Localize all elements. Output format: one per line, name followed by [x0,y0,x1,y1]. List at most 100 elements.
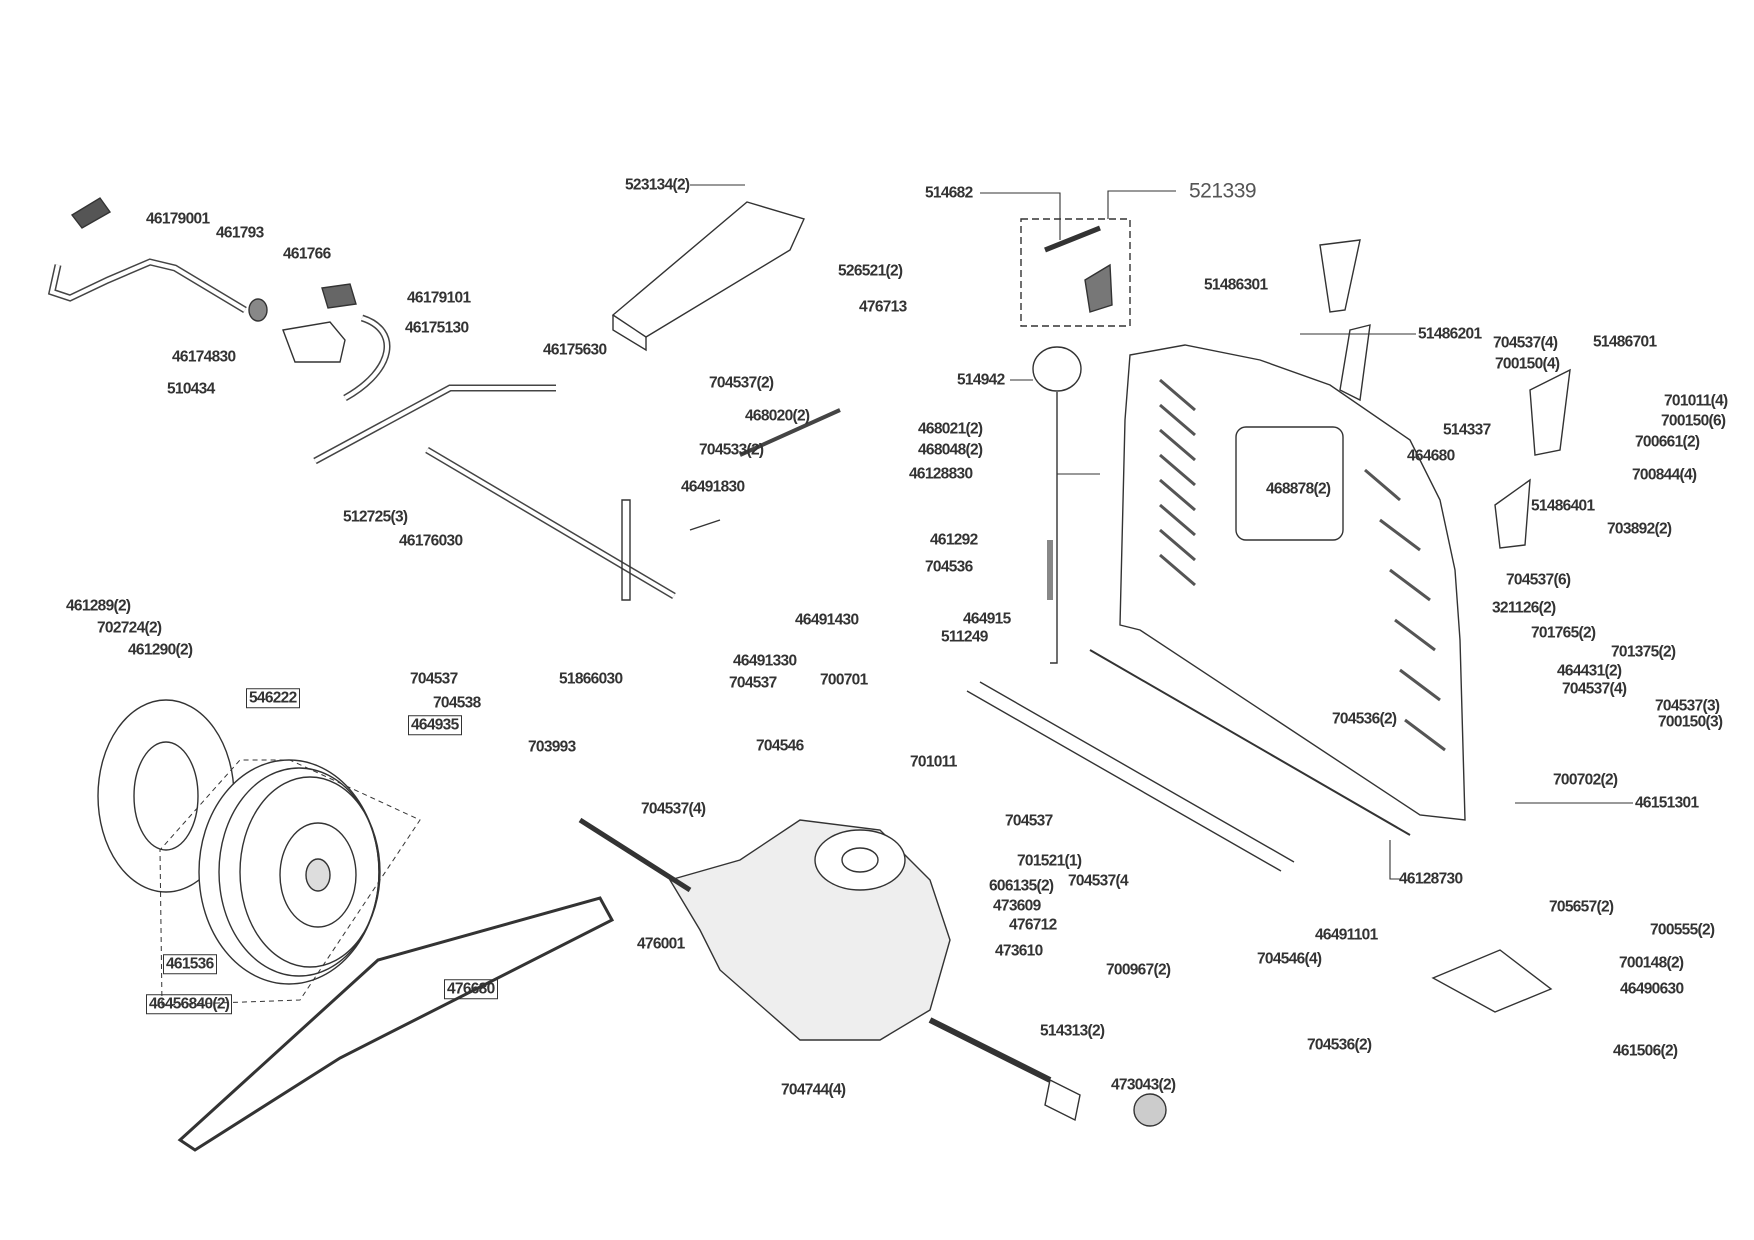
part-label: 476712 [1009,916,1057,934]
part-label: 51866030 [559,670,623,688]
part-label: 46179101 [407,289,471,307]
part-label: 704546(4) [1257,950,1322,968]
part-label: 701011 [910,753,957,771]
part-label: 321126(2) [1492,599,1556,617]
part-label: 473610 [995,942,1043,960]
part-label: 461506(2) [1613,1042,1678,1060]
part-label: 464915 [963,610,1011,628]
part-label: 461766 [283,245,331,263]
part-label: 468021(2) [918,420,983,438]
part-label: 46174830 [172,348,236,366]
part-label: 514682 [925,184,973,202]
drive-pedal-arm [282,283,391,402]
part-label: 46175130 [405,319,469,337]
part-label: 46179001 [146,210,210,228]
part-label: 700661(2) [1635,433,1700,451]
part-label: 468020(2) [745,407,810,425]
part-label: 705657(2) [1549,898,1614,916]
part-label: 514337 [1443,421,1491,439]
part-label: 461793 [216,224,264,242]
part-label: 46491101 [1315,926,1378,944]
part-label: 46176030 [399,532,463,550]
part-label: 461290(2) [128,641,193,659]
part-label: 514942 [957,371,1005,389]
part-label: 51486301 [1204,276,1268,294]
part-label-boxed: 464935 [408,715,462,735]
part-label: 704533(2) [699,441,764,459]
part-label: 476713 [859,298,907,316]
part-label: 701521(1) [1017,852,1082,870]
part-label: 523134(2) [625,176,690,194]
part-label: 46490630 [1620,980,1684,998]
part-label: 461289(2) [66,597,131,615]
part-label: 464431(2) [1557,662,1622,680]
part-label: 512725(3) [343,508,408,526]
part-label: 704536 [925,558,973,576]
part-label: 704537(2) [709,374,774,392]
leader-lines [690,184,1633,880]
part-label: 704537(4) [1493,334,1558,352]
part-label: 704537(6) [1506,571,1571,589]
part-label: 700967(2) [1106,961,1171,979]
part-label: 702724(2) [97,619,162,637]
speed-control-box [1020,218,1131,327]
part-label: 51486201 [1418,325,1482,343]
part-label: 46151301 [1635,794,1699,812]
part-label-boxed: 46456840(2) [146,994,233,1014]
part-label: 704536(2) [1332,710,1397,728]
part-label: 700844(4) [1632,466,1697,484]
part-label: 514313(2) [1040,1022,1105,1040]
transaxle [578,817,1167,1127]
mount-brackets [1319,239,1571,549]
part-label: 701375(2) [1611,643,1676,661]
part-label: 703993 [528,738,576,756]
part-label: 51486401 [1531,497,1595,515]
part-label: 46491830 [681,478,745,496]
part-label: 700555(2) [1650,921,1715,939]
part-label-boxed: 476680 [444,979,498,999]
part-label: 700701 [820,671,868,689]
part-label: 468878(2) [1266,480,1331,498]
part-label: 700702(2) [1553,771,1618,789]
part-label: 526521(2) [838,262,903,280]
part-label: 704536(2) [1307,1036,1372,1054]
part-label: 704537(4 [1068,872,1129,890]
seat-plate [1431,949,1553,1013]
part-label: 704537 [1005,812,1053,830]
part-label: 46175630 [543,341,607,359]
part-label-boxed: 546222 [246,688,300,708]
part-label: 703892(2) [1607,520,1672,538]
part-label: 606135(2) [989,877,1054,895]
part-label: 704538 [433,694,481,712]
part-label: 700148(2) [1619,954,1684,972]
part-label: 521339 [1189,179,1257,203]
brake-pedal-arm [47,197,268,322]
part-label: 511249 [941,628,988,646]
part-label: 46491330 [733,652,797,670]
wheel-assembly [159,759,421,1006]
part-label: 704744(4) [781,1081,846,1099]
part-label: 704546 [756,737,804,755]
part-label: 704537(4) [1562,680,1627,698]
part-label: 704537(3) [1655,697,1720,715]
part-label: 701765(2) [1531,624,1596,642]
part-label: 700150(3) [1658,713,1723,731]
part-label: 476001 [637,935,685,953]
part-label: 704537(4) [641,800,706,818]
part-label: 701011(4) [1664,392,1728,410]
part-label: 51486701 [1593,333,1657,351]
part-label: 473043(2) [1111,1076,1176,1094]
drive-belt [177,896,615,1152]
part-label: 46491430 [795,611,859,629]
linkage-rods [313,384,841,601]
part-label: 461292 [930,531,978,549]
part-label: 46128830 [909,465,973,483]
shift-lever [1032,346,1082,664]
part-label: 46128730 [1399,870,1463,888]
part-label: 704537 [410,670,458,688]
part-label: 700150(4) [1495,355,1560,373]
part-label: 700150(6) [1661,412,1726,430]
rear-panel [1119,344,1466,821]
